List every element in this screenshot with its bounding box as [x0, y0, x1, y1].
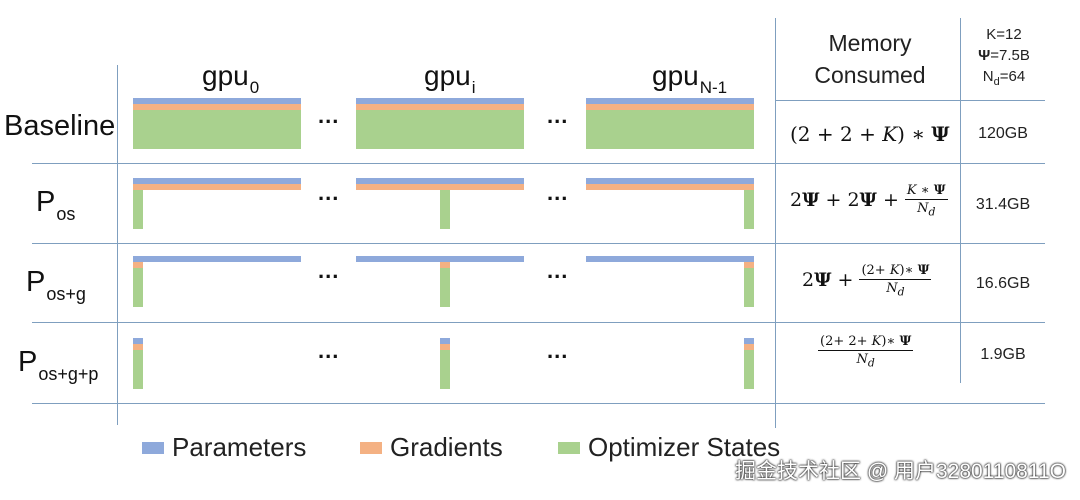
- ellipsis-2b: ...: [547, 180, 569, 205]
- memory-column-divider: [775, 18, 776, 428]
- stats-header: K=12 Ψ=7.5B Nd=64: [962, 24, 1046, 89]
- posg-gpui-optimizer: [440, 268, 450, 307]
- row-divider-4: [32, 403, 1045, 404]
- posgp-gpui-optimizer: [440, 350, 450, 389]
- ellipsis-1b: ...: [547, 103, 569, 128]
- gpu-0-label: gpu0: [202, 60, 260, 97]
- stats-column-divider: [960, 18, 961, 383]
- posg-gpu0-optimizer: [133, 268, 143, 307]
- posgp-gpui-gradients: [440, 344, 450, 350]
- pos-gpu0-optimizer: [133, 190, 143, 229]
- legend-swatch-gradients: [360, 441, 382, 454]
- stat-k: K=12: [986, 26, 1022, 43]
- left-divider: [117, 65, 118, 425]
- row-divider-1: [32, 163, 1045, 164]
- ellipsis-1a: ...: [318, 103, 340, 128]
- pos-gpui-gradients: [356, 184, 524, 190]
- posgp-gpun-optimizer: [744, 350, 754, 389]
- legend-swatch-parameters: [142, 441, 164, 454]
- row-label-pos: Pos: [36, 186, 76, 224]
- watermark: 掘金技术社区 @ 用户3280110811O: [735, 460, 1066, 483]
- row-label-pos-g: Pos+g: [26, 266, 86, 304]
- posgp-gpui-parameters: [440, 338, 450, 344]
- posg-gpun-optimizer: [744, 268, 754, 307]
- row-divider-3: [32, 322, 1045, 323]
- baseline-gpui-gradients: [356, 104, 524, 110]
- legend-swatch-optimizer: [558, 441, 580, 454]
- baseline-gpu0-optimizer: [133, 110, 301, 149]
- formula-baseline: (2 + 2 + K) ∗ Ψ: [790, 122, 950, 146]
- posgp-gpu0-gradients: [133, 344, 143, 350]
- posgp-gpu0-optimizer: [133, 350, 143, 389]
- baseline-gpui-optimizer: [356, 110, 524, 149]
- pos-gpun-optimizer: [744, 190, 754, 229]
- pos-gpui-parameters: [356, 178, 524, 184]
- ellipsis-3a: ...: [318, 258, 340, 283]
- ellipsis-4a: ...: [318, 338, 340, 363]
- baseline-gpun-gradients: [586, 104, 754, 110]
- row-label-baseline: Baseline: [4, 110, 116, 142]
- ellipsis-2a: ...: [318, 180, 340, 205]
- baseline-gpun-parameters: [586, 98, 754, 104]
- baseline-gpun-optimizer: [586, 110, 754, 149]
- posg-gpui-gradients: [440, 262, 450, 268]
- baseline-gpui-parameters: [356, 98, 524, 104]
- posgp-gpu0-parameters: [133, 338, 143, 344]
- gpu-i-label: gpui: [424, 60, 476, 97]
- posg-gpun-parameters: [586, 256, 754, 262]
- posg-gpun-gradients: [744, 262, 754, 268]
- baseline-gpu0-gradients: [133, 104, 301, 110]
- posg-gpu0-gradients: [133, 262, 143, 268]
- ellipsis-4b: ...: [547, 338, 569, 363]
- legend-optimizer-states: Optimizer States: [558, 432, 780, 463]
- pos-gpu0-parameters: [133, 178, 301, 184]
- legend-gradients: Gradients: [360, 432, 503, 463]
- stat-nd: Nd=64: [982, 68, 1026, 88]
- row-divider-2: [32, 243, 1045, 244]
- posgp-gpun-parameters: [744, 338, 754, 344]
- memory-value-baseline: 120GB: [978, 125, 1028, 142]
- row-label-pos-g-p: Pos+g+p: [18, 346, 99, 384]
- ellipsis-3b: ...: [547, 258, 569, 283]
- pos-gpun-gradients: [586, 184, 754, 190]
- memory-value-posg: 16.6GB: [975, 275, 1031, 292]
- header-divider: [775, 100, 1045, 101]
- pos-gpun-parameters: [586, 178, 754, 184]
- legend-parameters: Parameters: [142, 432, 306, 463]
- gpu-n-1-label: gpuN-1: [652, 60, 728, 97]
- pos-gpui-optimizer: [440, 190, 450, 229]
- memory-consumed-header: Memory Consumed: [814, 30, 926, 88]
- posg-gpu0-parameters: [133, 256, 301, 262]
- baseline-gpu0-parameters: [133, 98, 301, 104]
- memory-value-posgp: 1.9GB: [980, 346, 1026, 363]
- posg-gpui-parameters: [356, 256, 524, 262]
- pos-gpu0-gradients: [133, 184, 301, 190]
- posgp-gpun-gradients: [744, 344, 754, 350]
- stat-psi: Ψ=7.5B: [978, 47, 1030, 64]
- memory-value-pos: 31.4GB: [975, 196, 1031, 213]
